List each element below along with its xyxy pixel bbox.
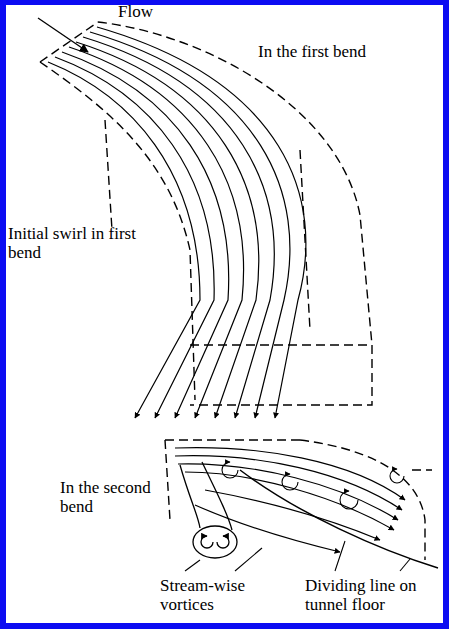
leader-lines bbox=[185, 541, 410, 571]
first-bend-streamlines bbox=[48, 27, 306, 418]
annotation-label: In the first bend bbox=[258, 42, 428, 61]
dividing-line bbox=[240, 470, 438, 568]
annotation-label: Dividing line on tunnel floor bbox=[305, 576, 441, 614]
swirl-loops bbox=[222, 462, 404, 509]
annotation-label: Flow bbox=[118, 2, 198, 21]
streamwise-vortex bbox=[180, 462, 237, 558]
annotation-label: Initial swirl in first bend bbox=[8, 224, 158, 262]
second-bend-streamlines bbox=[175, 448, 405, 552]
annotation-label: In the second bend bbox=[60, 478, 180, 516]
flow-arrow bbox=[38, 18, 88, 52]
second-bend-duct bbox=[165, 440, 432, 560]
annotation-label: Stream-wise vortices bbox=[160, 576, 280, 614]
white-panel bbox=[6, 5, 443, 623]
